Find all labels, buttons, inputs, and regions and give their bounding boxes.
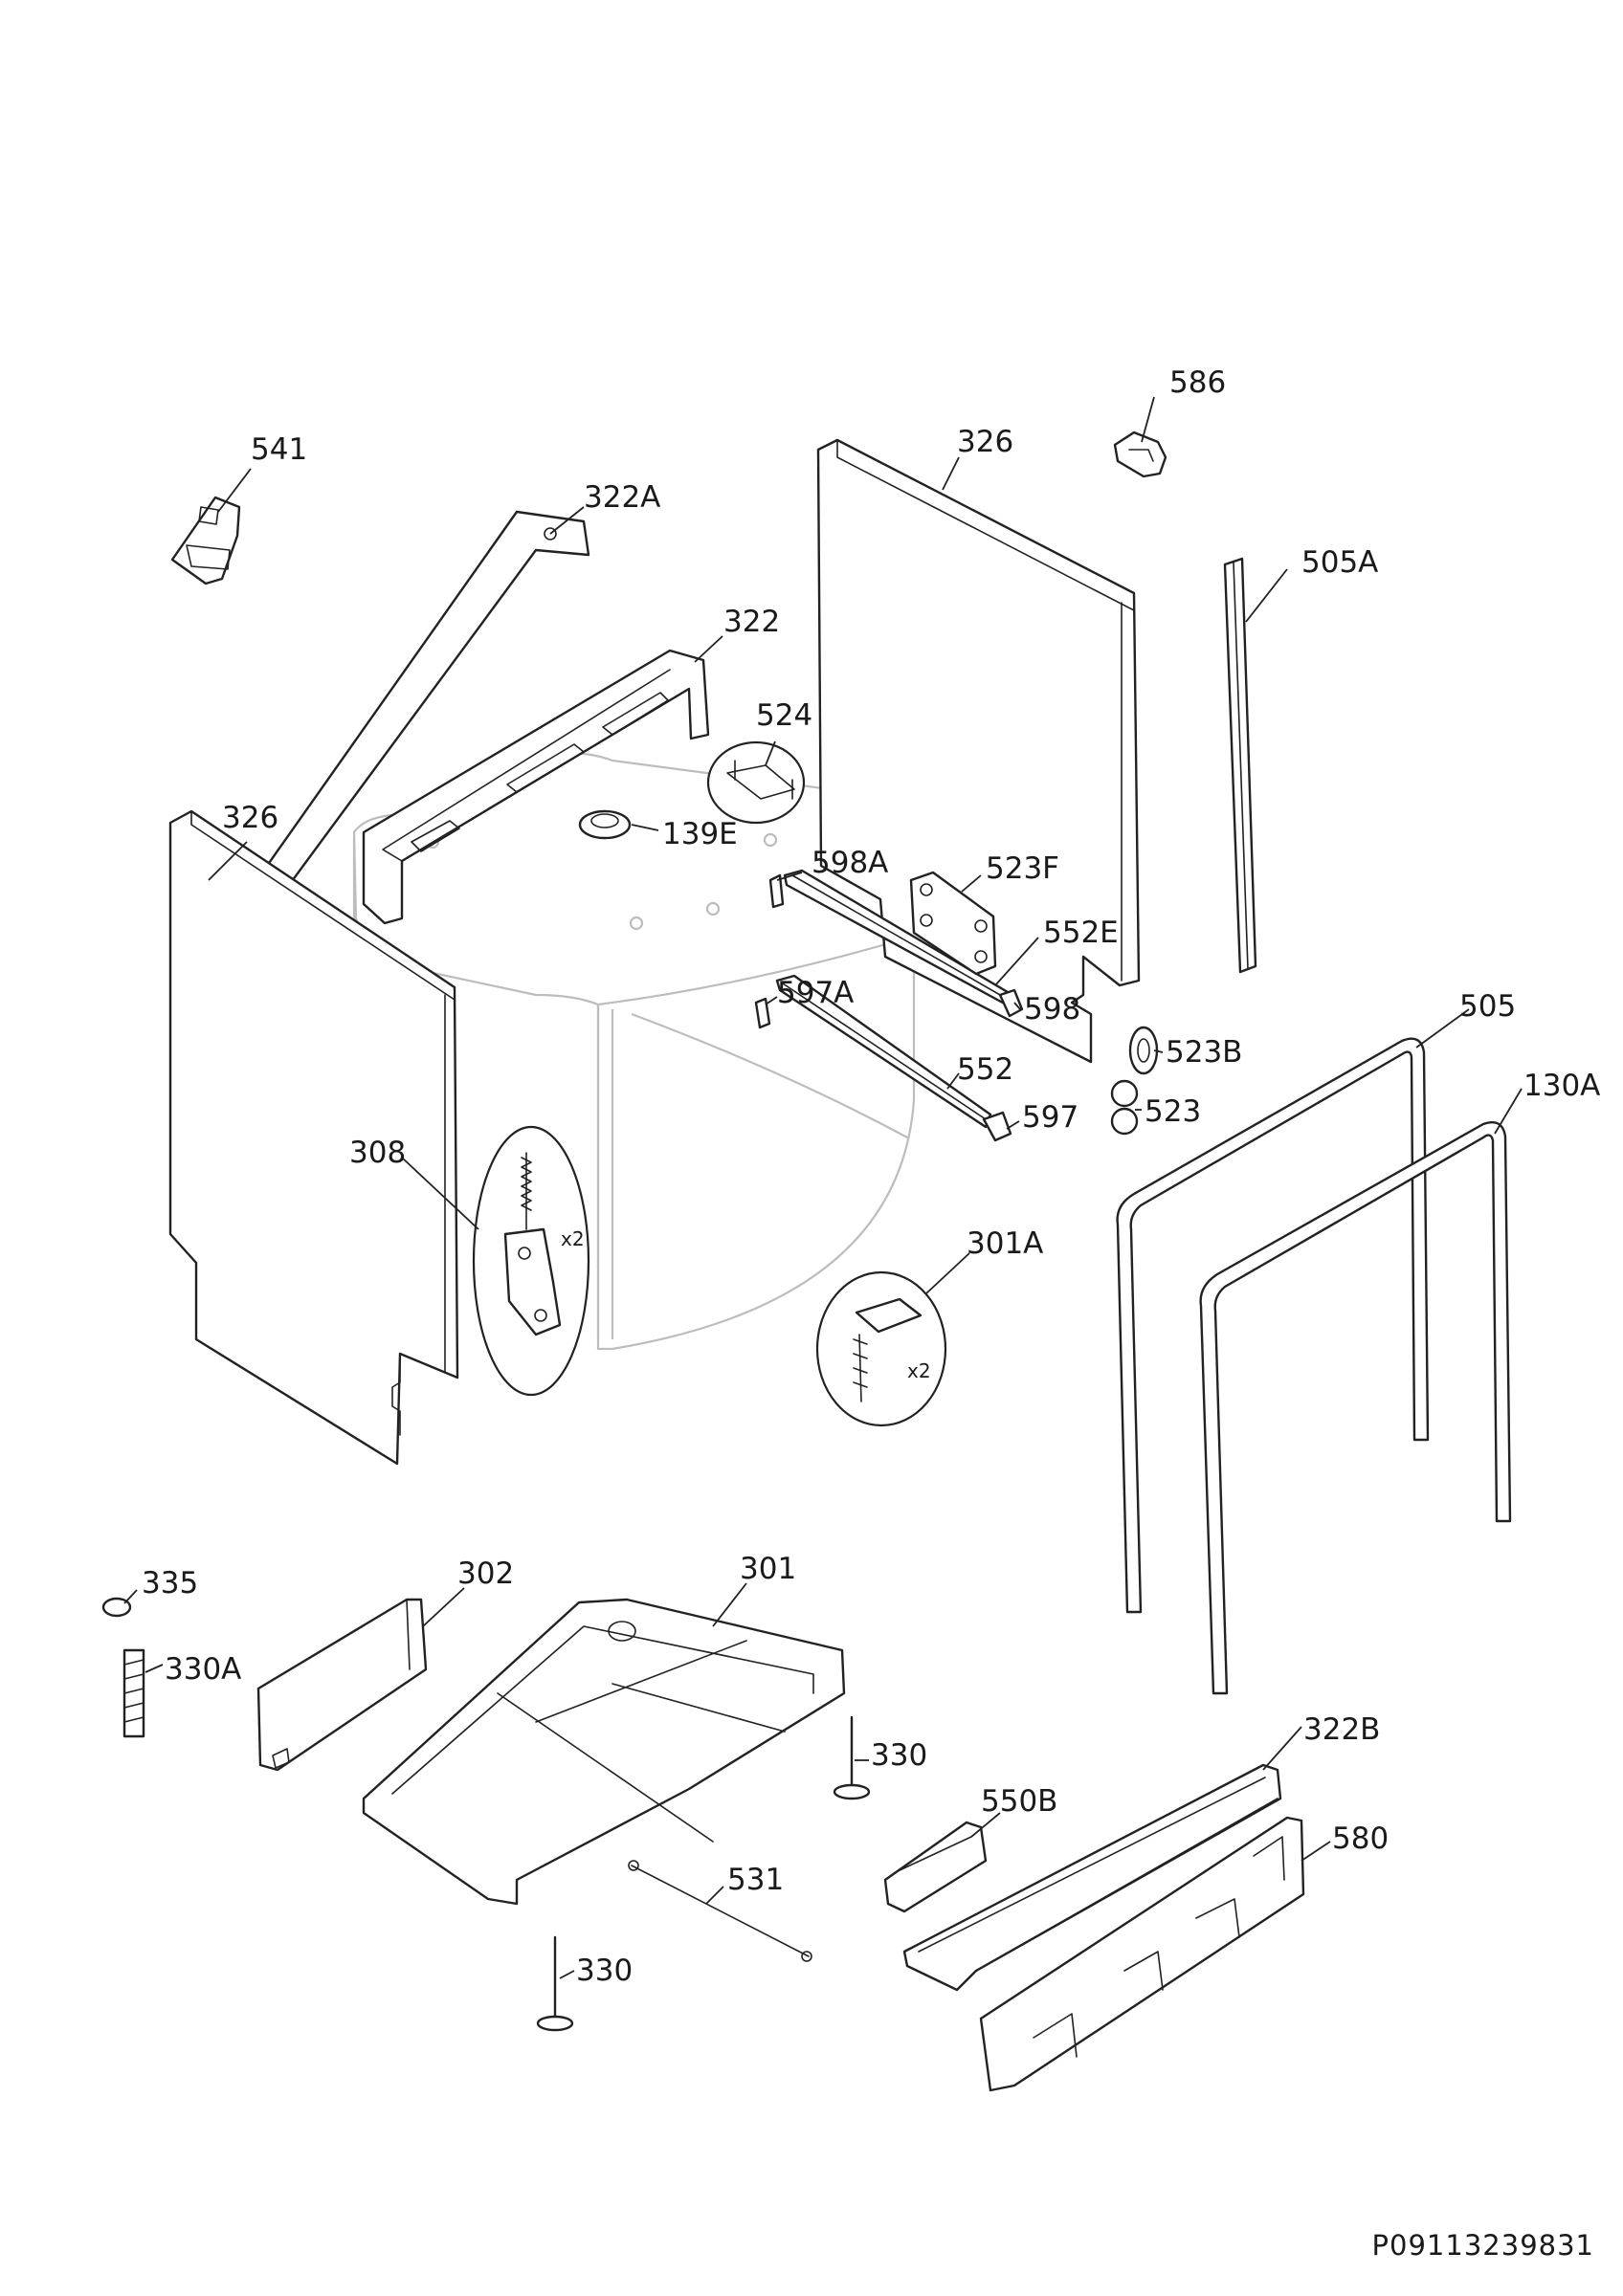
part-523B-grommet bbox=[1128, 1026, 1159, 1075]
part-523-bushings bbox=[1110, 1079, 1139, 1136]
part-523F-bracket bbox=[909, 871, 997, 976]
label-523B: 523B bbox=[1166, 1035, 1242, 1070]
label-586: 586 bbox=[1169, 365, 1226, 400]
label-523F: 523F bbox=[986, 851, 1059, 886]
part-524-callout bbox=[706, 740, 806, 825]
label-330A: 330A bbox=[165, 1652, 241, 1687]
part-586-clip bbox=[1113, 430, 1167, 478]
label-130A: 130A bbox=[1523, 1069, 1600, 1103]
document-id: P09113239831 bbox=[1371, 2229, 1594, 2262]
label-524: 524 bbox=[756, 698, 812, 733]
label-550B: 550B bbox=[981, 1784, 1057, 1819]
label-301: 301 bbox=[740, 1552, 796, 1586]
part-531-cable bbox=[628, 1860, 812, 1962]
label-330-lower: 330 bbox=[576, 1954, 633, 1988]
part-505-seal bbox=[1116, 1037, 1430, 1614]
label-330-right: 330 bbox=[871, 1738, 927, 1773]
label-335: 335 bbox=[142, 1566, 198, 1601]
label-505A: 505A bbox=[1301, 545, 1378, 580]
part-326-right-side-panel bbox=[816, 438, 1141, 1064]
part-580-base-panel bbox=[979, 1816, 1305, 2092]
label-597A: 597A bbox=[777, 976, 854, 1010]
part-322-top-frame bbox=[362, 649, 710, 925]
qty-308: x2 bbox=[561, 1227, 585, 1250]
part-505A-strip bbox=[1223, 557, 1257, 974]
part-330-leveling-foot-lower bbox=[536, 1935, 574, 2032]
part-335-nut bbox=[101, 1597, 132, 1618]
label-139E: 139E bbox=[662, 817, 738, 851]
leader-lines bbox=[123, 396, 1523, 1979]
label-598A: 598A bbox=[812, 846, 888, 880]
part-597-end-cap bbox=[982, 1111, 1012, 1142]
part-301A-callout bbox=[815, 1270, 947, 1427]
label-322: 322 bbox=[723, 605, 780, 639]
label-523: 523 bbox=[1145, 1094, 1201, 1129]
label-541: 541 bbox=[251, 432, 307, 467]
part-326-left-side-panel bbox=[168, 809, 459, 1466]
label-322B: 322B bbox=[1303, 1712, 1380, 1747]
label-598: 598 bbox=[1024, 992, 1080, 1027]
label-326-left: 326 bbox=[222, 801, 278, 835]
part-302-panel bbox=[256, 1598, 428, 1772]
part-550B-bracket bbox=[883, 1821, 988, 1913]
part-322B-lower-frame bbox=[902, 1763, 1282, 1992]
label-326: 326 bbox=[957, 425, 1013, 459]
label-301A: 301A bbox=[967, 1226, 1043, 1261]
part-330A-screw bbox=[122, 1648, 145, 1738]
label-322A: 322A bbox=[584, 480, 660, 515]
qty-301A: x2 bbox=[907, 1359, 931, 1382]
part-598-end-cap bbox=[998, 988, 1024, 1018]
part-130A-seal bbox=[1199, 1120, 1512, 1695]
quantity-marks: x2 x2 bbox=[561, 1227, 931, 1382]
part-139E-cap bbox=[578, 809, 632, 840]
label-580: 580 bbox=[1332, 1821, 1389, 1856]
part-541-bracket bbox=[170, 496, 241, 585]
label-552: 552 bbox=[957, 1052, 1013, 1087]
part-301-base-frame bbox=[362, 1598, 846, 1906]
part-308-hinge-callout bbox=[472, 1125, 590, 1397]
label-505: 505 bbox=[1459, 989, 1516, 1024]
label-531: 531 bbox=[727, 1863, 784, 1897]
label-308: 308 bbox=[349, 1136, 406, 1170]
label-552E: 552E bbox=[1043, 916, 1119, 950]
part-number-labels: 586 541 326 322A 505A 322 524 326 139E 5… bbox=[142, 365, 1600, 1988]
label-302: 302 bbox=[457, 1556, 514, 1591]
label-597: 597 bbox=[1022, 1100, 1078, 1135]
part-330-leveling-foot-right bbox=[833, 1715, 871, 1800]
